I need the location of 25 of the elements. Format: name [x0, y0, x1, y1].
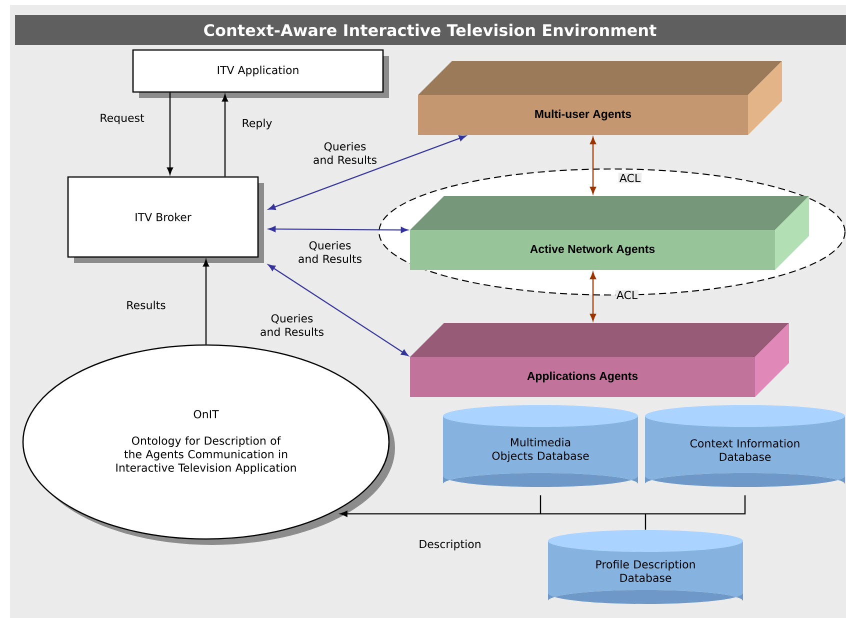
agent-block: Multi-user Agents [418, 61, 782, 135]
edge-label: Queries and Results [252, 313, 332, 337]
arrow [222, 94, 228, 176]
database-cylinder: Context Information Database [645, 405, 845, 487]
agent-block: Applications Agents [410, 323, 789, 397]
edge-label: Results [125, 300, 167, 310]
arrow [268, 226, 408, 233]
agent-block: Active Network Agents [410, 196, 809, 270]
edge-label: Queries and Results [305, 141, 385, 165]
arrow [202, 259, 210, 344]
arrow [268, 135, 466, 210]
edge-label: Request [98, 112, 146, 126]
arrow [590, 272, 596, 321]
database-cylinder: Multimedia Objects Database [443, 405, 638, 487]
edge-label: Queries and Results [290, 240, 370, 264]
arrow [166, 92, 174, 175]
title-bar: Context-Aware Interactive Television Environment [15, 15, 846, 45]
edge-label: Description [418, 538, 482, 552]
edge-label: Reply [240, 118, 274, 130]
process-box: ITV Broker [67, 176, 264, 263]
arrow [340, 494, 746, 530]
database-cylinder: Profile Description Database [548, 530, 743, 604]
arrow [268, 264, 408, 356]
arrow [590, 137, 596, 194]
process-box: ITV Application [132, 49, 389, 98]
